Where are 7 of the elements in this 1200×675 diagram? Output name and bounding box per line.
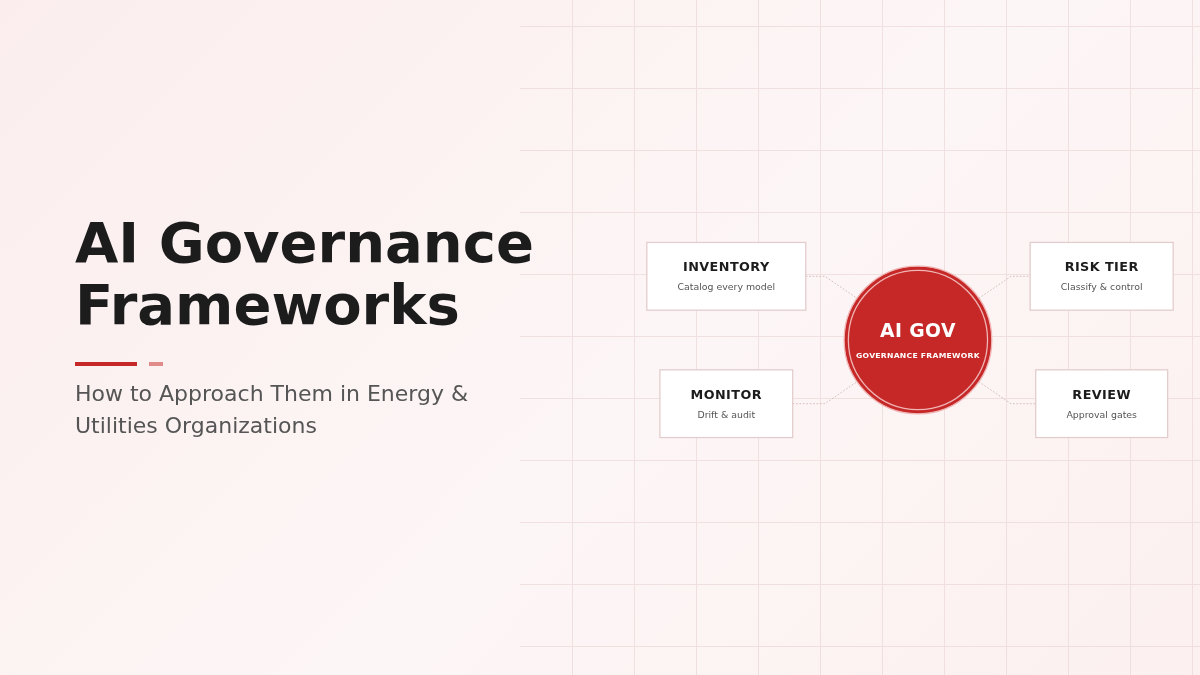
step-card: MONITOR Drift & audit: [659, 369, 794, 439]
step-card: REVIEW Approval gates: [1035, 369, 1169, 439]
step-card: INVENTORY Catalog every model: [646, 241, 807, 311]
title: AI Governance Frameworks: [75, 212, 535, 336]
step-card: RISK TIER Classify & control: [1029, 241, 1174, 311]
subtitle: How to Approach Them in Energy & Utilities Organizations: [75, 380, 470, 440]
dashed-connector: [978, 275, 1031, 299]
